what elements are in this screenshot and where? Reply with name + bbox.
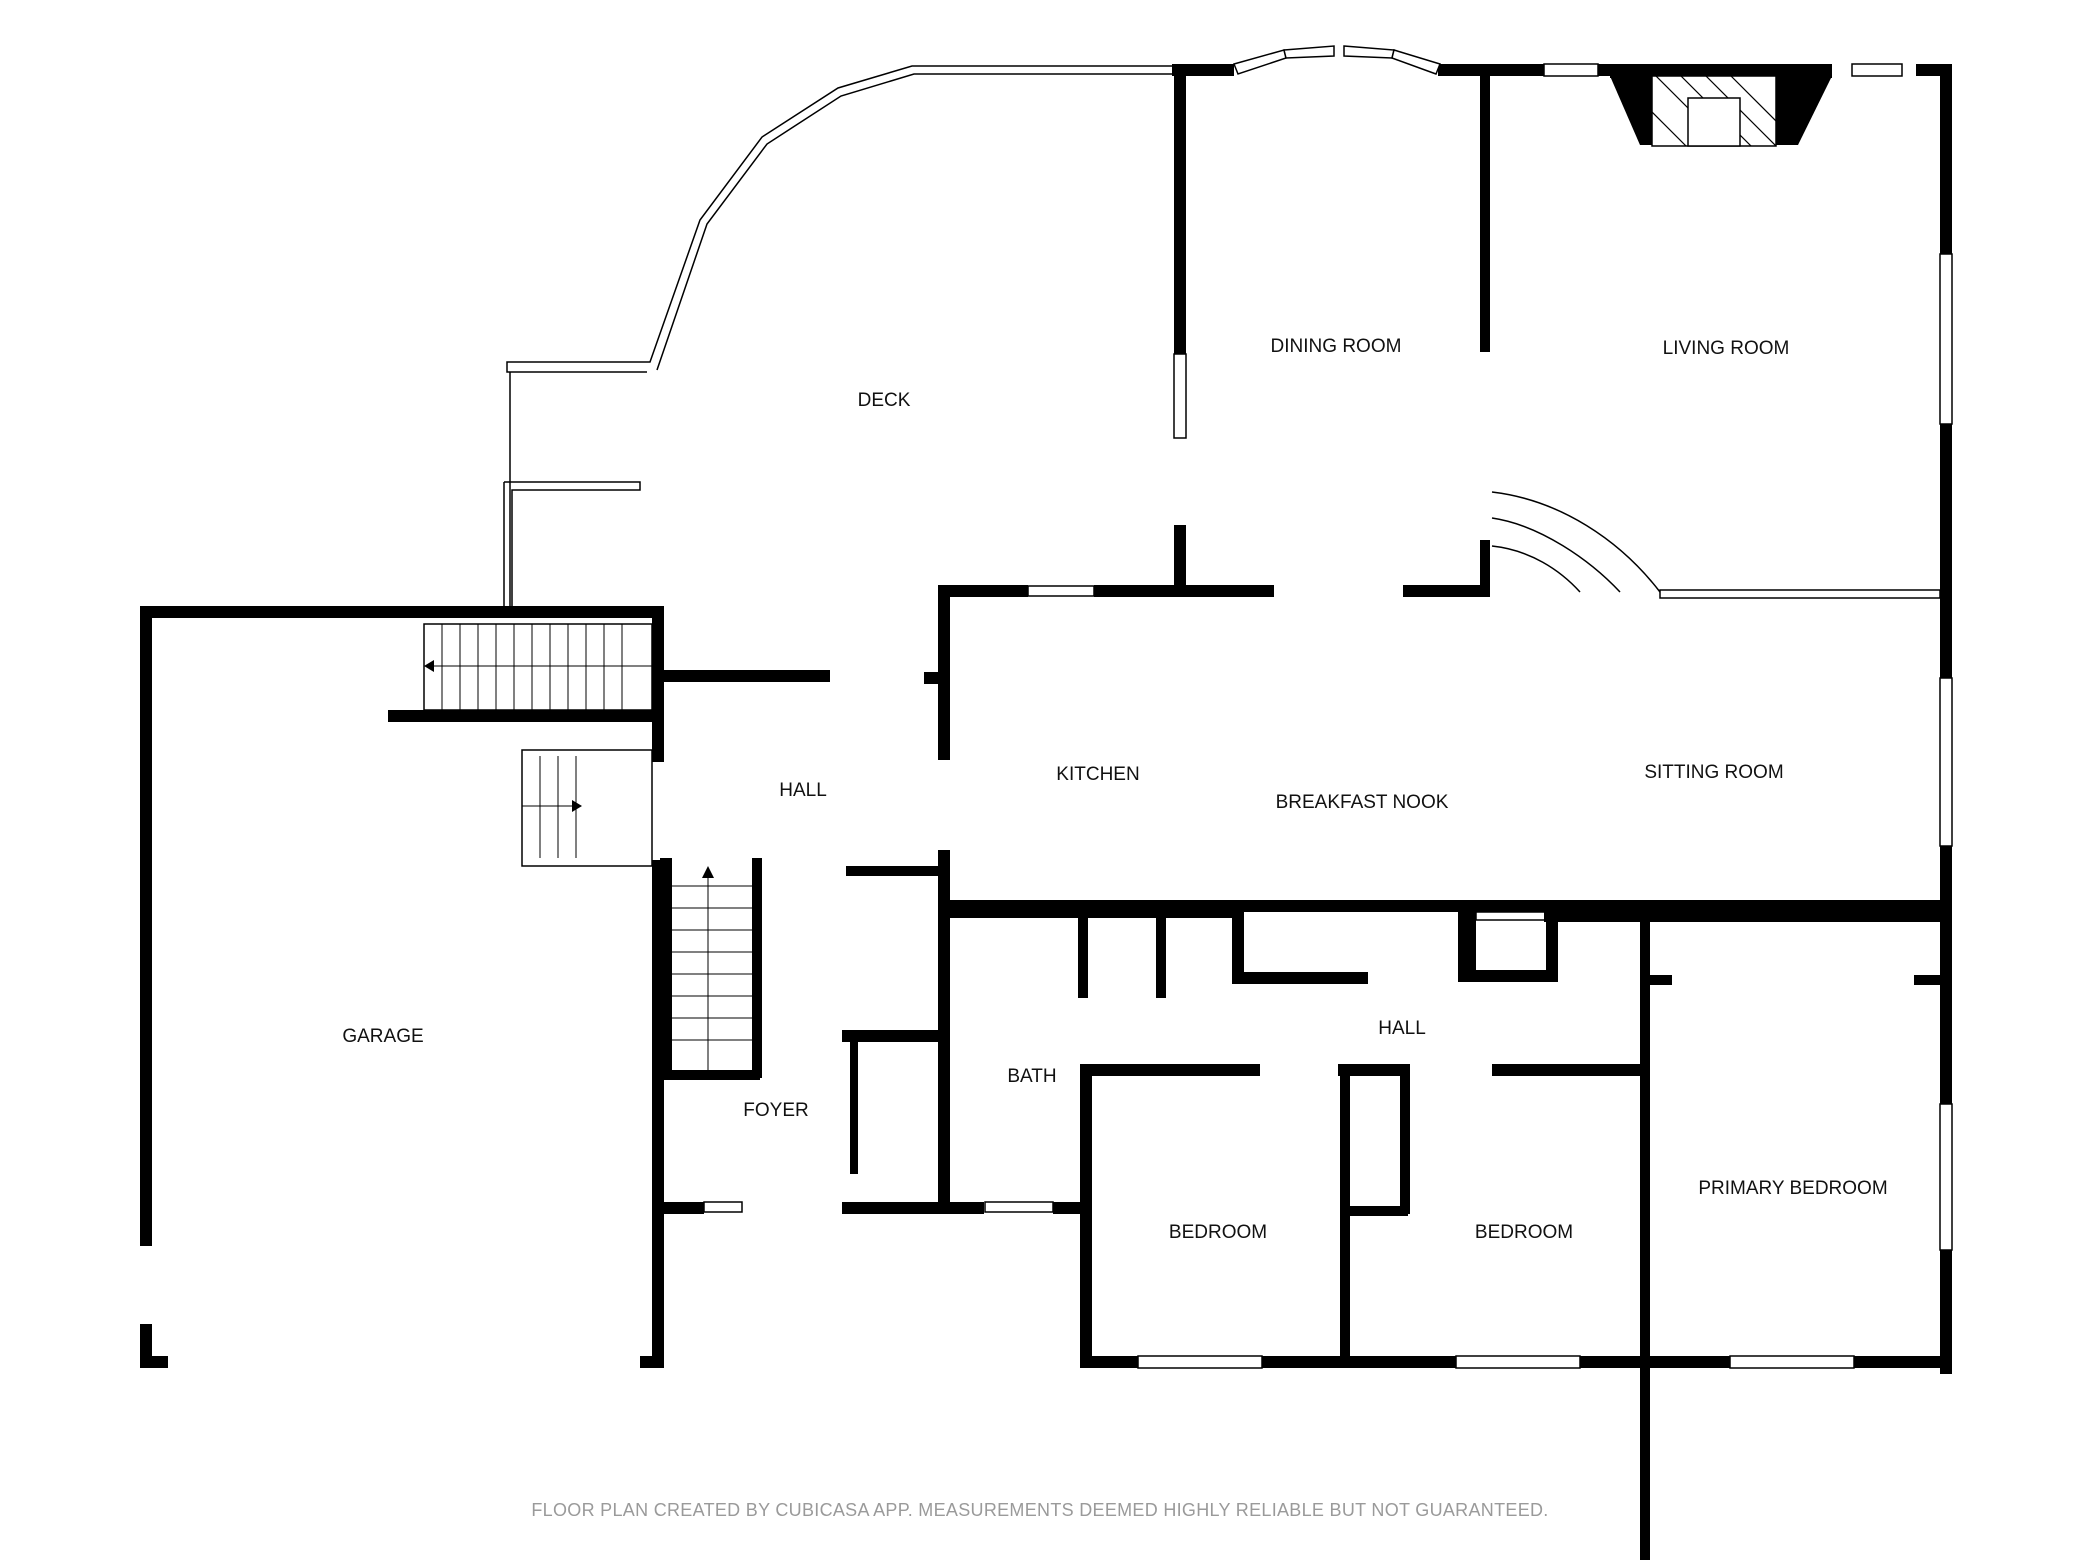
- label-hall-main: HALL: [779, 780, 827, 801]
- label-dining-room: DINING ROOM: [1271, 336, 1402, 357]
- stairs-icon: [423, 623, 752, 1070]
- label-kitchen: KITCHEN: [1056, 764, 1139, 785]
- label-bedroom-2: BEDROOM: [1475, 1222, 1573, 1243]
- fireplace-icon: [1651, 75, 1777, 147]
- deck-outline: [503, 65, 1176, 606]
- label-hall-bedrooms: HALL: [1378, 1018, 1426, 1039]
- label-bedroom-1: BEDROOM: [1169, 1222, 1267, 1243]
- label-breakfast-nook: BREAKFAST NOOK: [1276, 792, 1449, 813]
- label-primary-bedroom: PRIMARY BEDROOM: [1698, 1178, 1887, 1199]
- label-sitting-room: SITTING ROOM: [1644, 762, 1783, 783]
- living-room-steps: [1491, 491, 1941, 599]
- windows: [703, 45, 1953, 1369]
- label-bath: BATH: [1007, 1066, 1056, 1087]
- label-living-room: LIVING ROOM: [1663, 338, 1790, 359]
- garage-walls: [140, 606, 830, 1368]
- interior-walls: [660, 858, 1952, 1560]
- label-garage: GARAGE: [342, 1026, 423, 1047]
- footer-disclaimer: FLOOR PLAN CREATED BY CUBICASA APP. MEAS…: [531, 1500, 1549, 1520]
- exterior-walls: [924, 64, 1952, 1374]
- room-labels: DECK DINING ROOM LIVING ROOM HALL KITCHE…: [342, 336, 1887, 1243]
- label-foyer: FOYER: [743, 1100, 808, 1121]
- label-deck: DECK: [858, 390, 911, 411]
